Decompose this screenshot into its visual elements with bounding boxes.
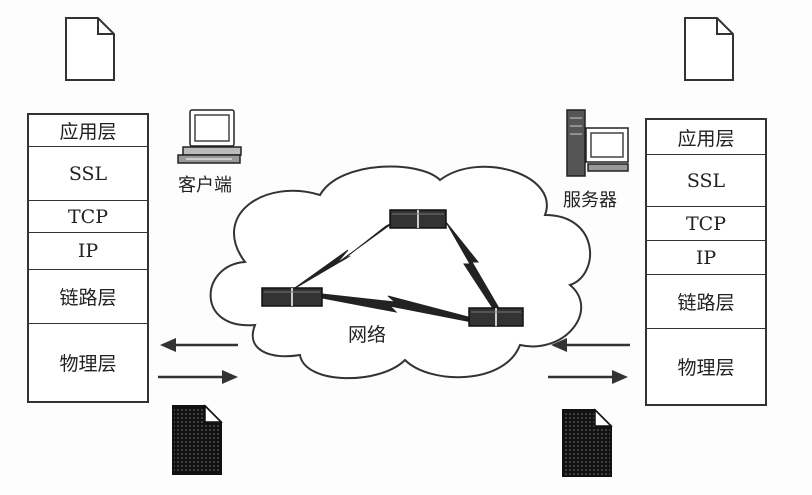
server-layer-physical: 物理层	[647, 328, 765, 404]
router-icon	[261, 287, 323, 307]
server-label: 服务器	[563, 190, 617, 211]
client-layer-ip: IP	[29, 232, 147, 269]
arrow-left-head	[160, 338, 176, 352]
encrypted-document-icon	[172, 404, 223, 475]
network-label: 网络	[348, 324, 386, 346]
network-cloud	[209, 165, 591, 380]
server-arrows	[548, 338, 630, 384]
client-layer-physical: 物理层	[29, 323, 147, 401]
client-layer-application: 应用层	[59, 121, 117, 143]
arrow-left-head	[551, 338, 567, 352]
arrow-right-head	[222, 370, 238, 384]
server-layer-ssl: SSL	[647, 154, 765, 206]
server-layer-ip: IP	[647, 240, 765, 274]
server-layer-link: 链路层	[647, 274, 765, 328]
router-icon	[389, 209, 447, 229]
client-layer-ssl: SSL	[29, 146, 147, 200]
client-layer-link: 链路层	[29, 269, 147, 323]
encrypted-document-icon	[562, 408, 613, 477]
desktop-computer-icon	[177, 109, 242, 164]
server-protocol-stack: 应用层 SSL TCP IP 链路层 物理层	[645, 118, 767, 406]
client-layer-tcp: TCP	[29, 200, 147, 232]
server-layer-application: 应用层	[677, 127, 735, 150]
client-arrows	[158, 338, 238, 384]
arrow-right-head	[612, 370, 628, 384]
client-label: 客户端	[178, 175, 232, 196]
document-icon	[65, 17, 115, 81]
document-icon	[684, 17, 734, 81]
client-protocol-stack: 应用层 SSL TCP IP 链路层 物理层	[27, 113, 149, 403]
server-computer-icon	[566, 109, 629, 177]
server-layer-tcp: TCP	[647, 206, 765, 240]
router-icon	[468, 307, 524, 327]
